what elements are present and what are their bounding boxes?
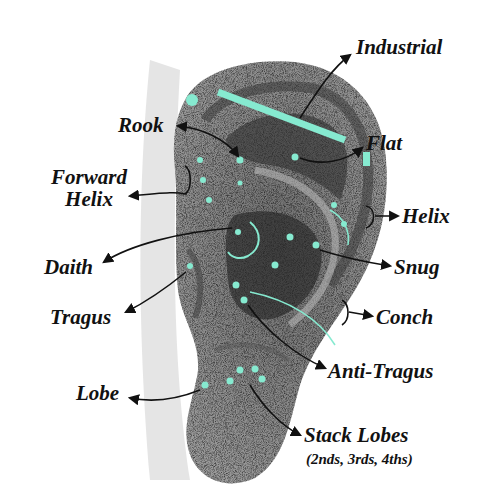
leader-line — [300, 55, 350, 118]
label-holder: Snug — [394, 256, 464, 278]
part-label: Tragus — [50, 306, 130, 328]
piercing-dot — [237, 367, 244, 374]
piercing-dot — [259, 376, 266, 383]
label-holder: (2nds, 3rds, 4ths) — [306, 452, 456, 468]
outer-ear — [174, 61, 387, 483]
part-label: Forward Helix — [44, 166, 134, 210]
label-holder: Helix — [402, 205, 472, 227]
part-label: Anti-Tragus — [328, 360, 468, 382]
piercing-dot — [206, 197, 212, 203]
piercing-dot — [287, 234, 294, 241]
part-label: Stack Lobes — [304, 424, 454, 446]
piercing-dot — [241, 297, 248, 304]
piercing-dot — [237, 157, 244, 164]
daith-ring — [228, 222, 259, 258]
piercing-dot — [292, 154, 299, 161]
concha — [226, 211, 322, 319]
piercing-dot — [313, 242, 320, 249]
piercing-dot — [238, 181, 243, 186]
tragus-fold — [188, 250, 200, 318]
leader-line — [300, 148, 362, 162]
piercing-dot — [187, 263, 193, 269]
label-holder: Daith — [44, 256, 114, 278]
piercing-dot — [331, 202, 337, 208]
label-holder: Lobe — [76, 382, 136, 404]
label-holder: Rook — [118, 114, 178, 136]
leader-line — [320, 250, 390, 266]
leader-line — [130, 390, 200, 400]
label-holder: Anti-Tragus — [328, 360, 468, 382]
lobe-fold — [215, 345, 288, 360]
part-label: Industrial — [356, 36, 476, 58]
bracket-leader — [342, 300, 372, 325]
piercing-dot — [233, 282, 240, 289]
part-label: Lobe — [76, 382, 136, 404]
part-label: (2nds, 3rds, 4ths) — [306, 452, 456, 468]
fossa — [225, 114, 347, 200]
piercing-dot — [202, 382, 209, 389]
label-holder: Forward Helix — [44, 166, 134, 210]
piercing-dot — [235, 229, 241, 235]
piercing-dot — [272, 262, 279, 269]
label-holder: Stack Lobes — [304, 424, 454, 446]
label-holder: Tragus — [50, 306, 130, 328]
industrial-bar — [218, 92, 345, 140]
bracket-leader — [130, 166, 190, 196]
part-label: Daith — [44, 256, 114, 278]
antihelix — [255, 170, 335, 325]
helix-ring — [330, 210, 348, 245]
conch-ring — [250, 292, 335, 345]
piercing-dot — [252, 366, 259, 373]
label-holder: Conch — [376, 306, 456, 328]
leader-line — [104, 228, 232, 262]
piercing-dot — [197, 157, 203, 163]
piercing-dot — [227, 378, 234, 385]
part-label: Helix — [402, 205, 472, 227]
leader-line — [250, 385, 300, 435]
piercing-dot — [363, 152, 370, 166]
ear-stipple — [174, 61, 387, 483]
leader-line — [126, 272, 186, 312]
piercing-dot — [200, 177, 206, 183]
bracket-leader — [366, 206, 398, 228]
label-holder: Industrial — [356, 36, 476, 58]
part-label: Snug — [394, 256, 464, 278]
part-label: Rook — [118, 114, 178, 136]
leader-line — [178, 126, 238, 156]
part-label: Conch — [376, 306, 456, 328]
piercing-dot — [186, 94, 198, 106]
label-holder: Flat — [366, 132, 426, 154]
part-label: Flat — [366, 132, 426, 154]
leader-line — [248, 305, 325, 368]
